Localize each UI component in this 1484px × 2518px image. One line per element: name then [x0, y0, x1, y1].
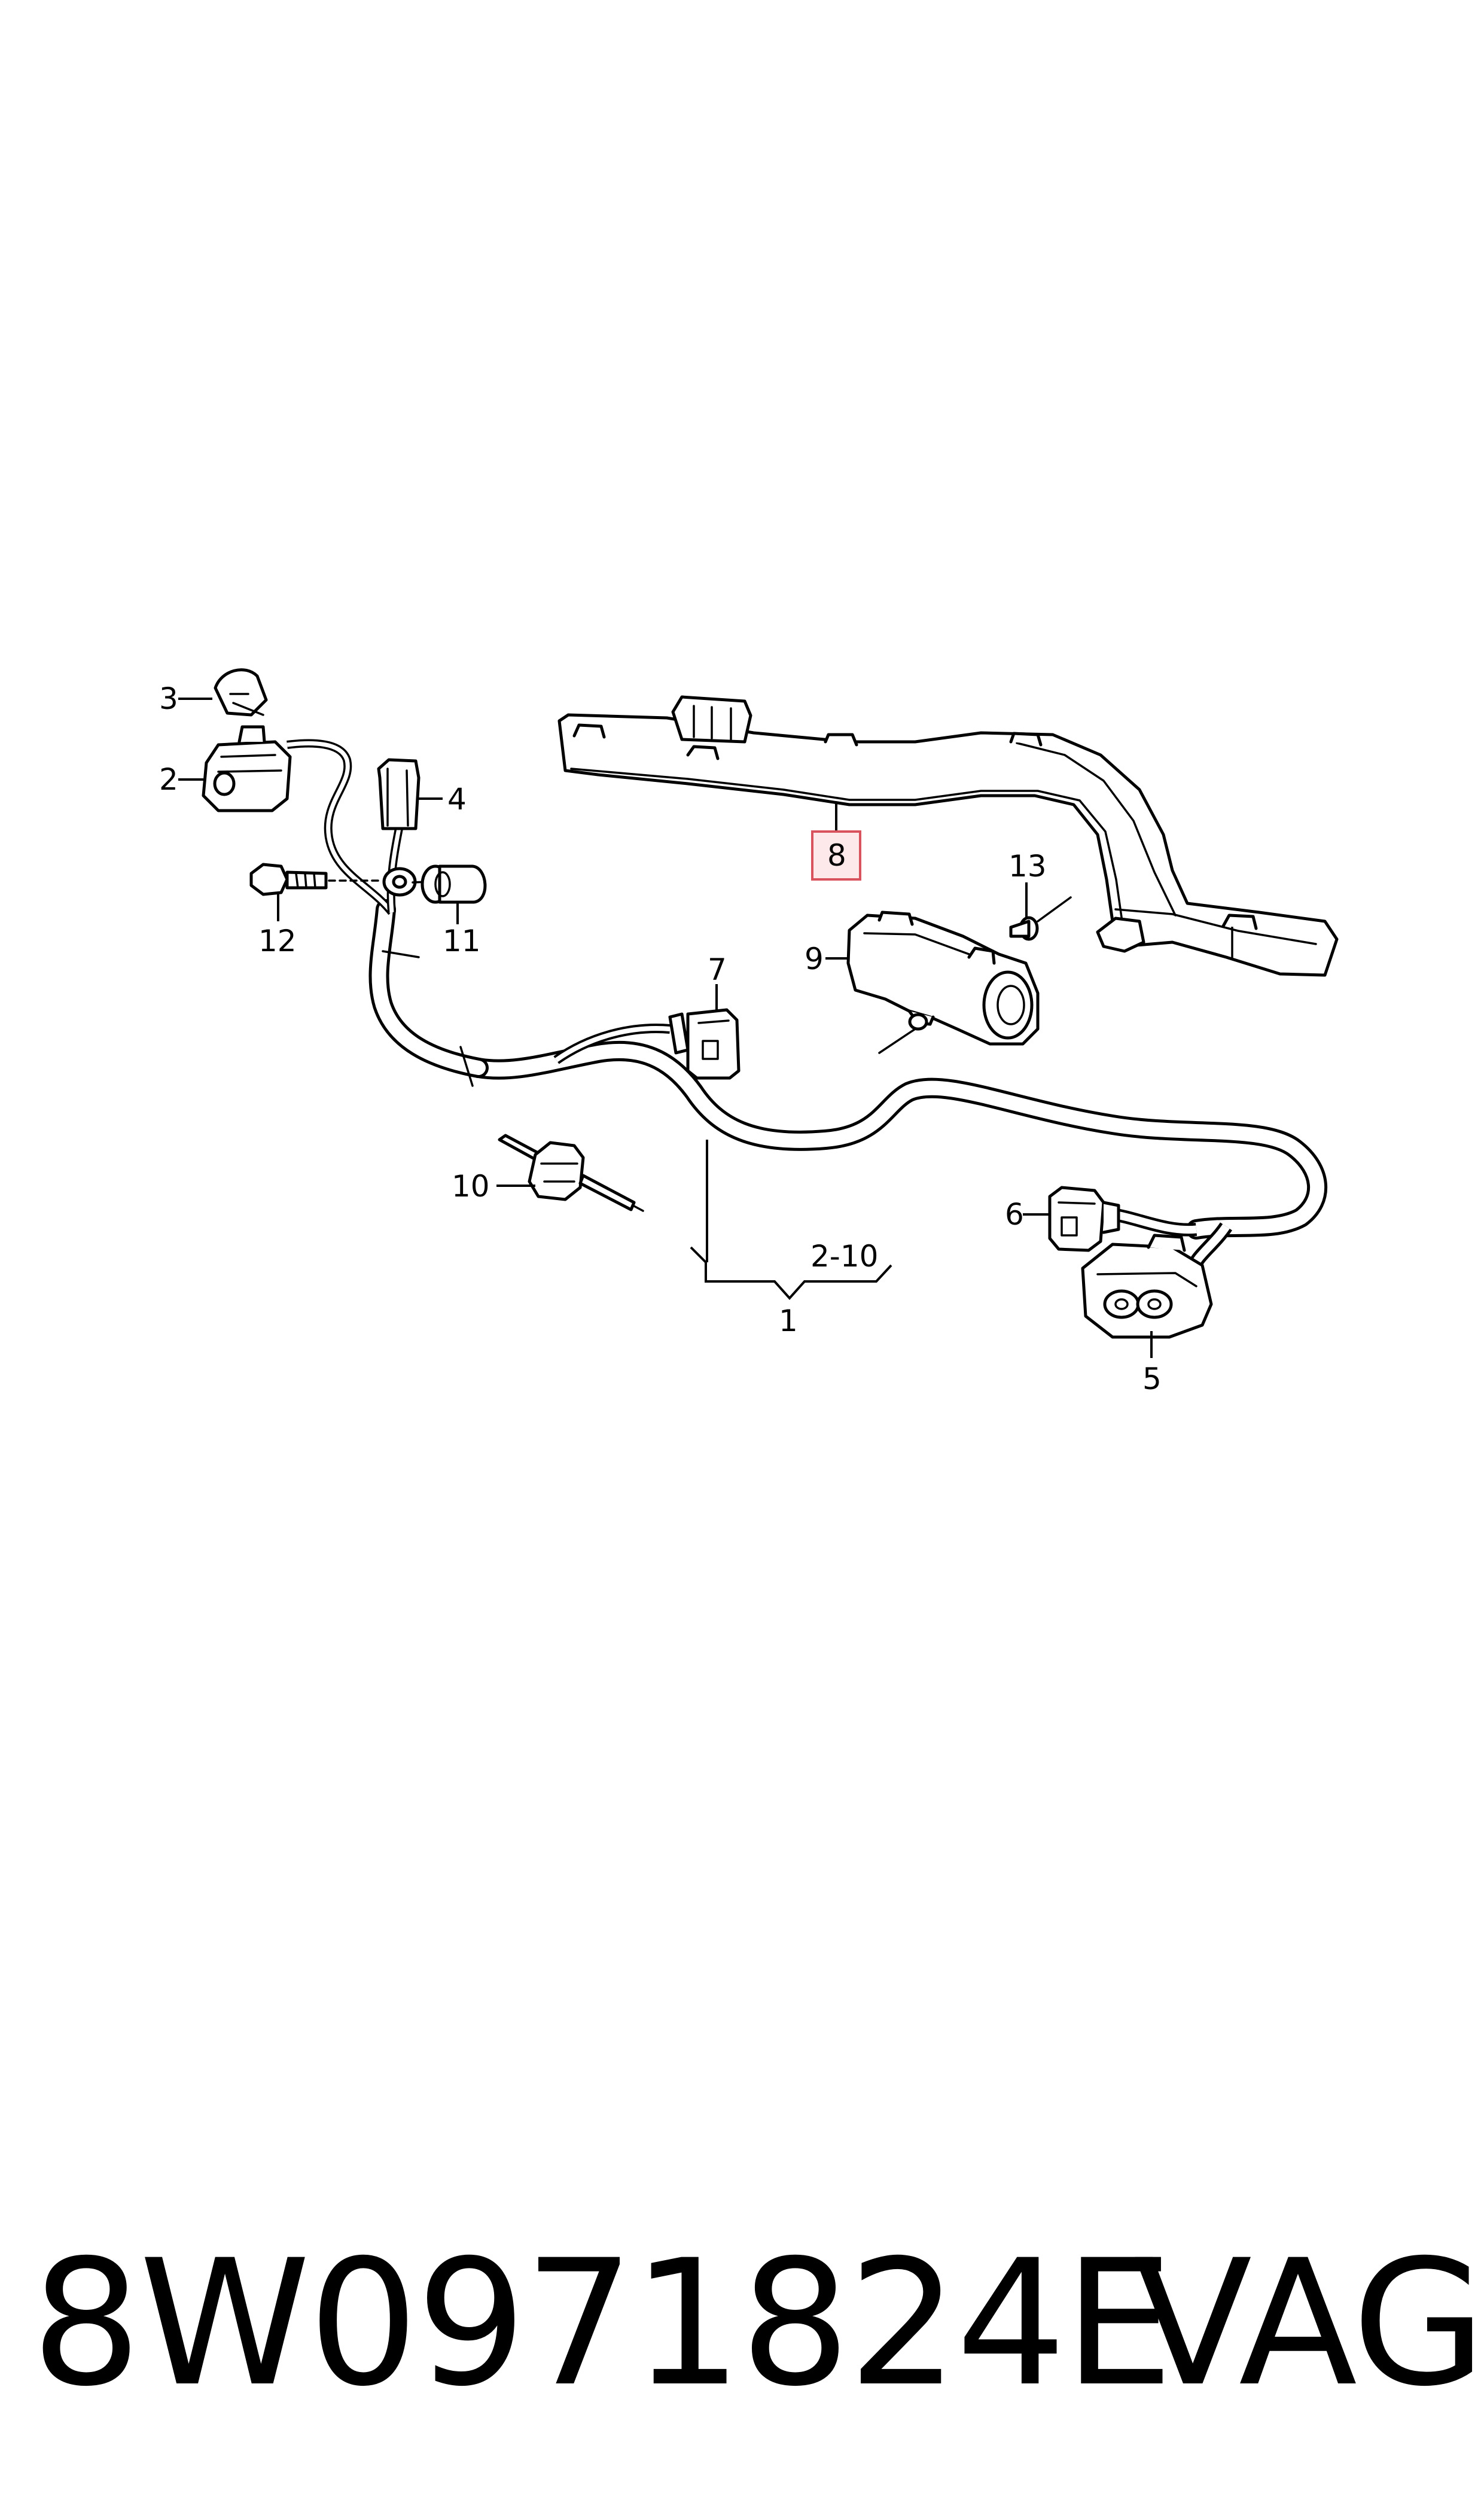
callout-9: 9 — [805, 942, 824, 976]
ground-eyelet — [382, 867, 429, 897]
cable-duct — [557, 695, 1339, 977]
callout-4: 4 — [447, 782, 467, 817]
wiring-harness — [287, 739, 1328, 1271]
callout-11: 11 — [443, 924, 481, 958]
part-number: 8W0971824E — [31, 2223, 1174, 2425]
callout-10: 10 — [452, 1169, 490, 1204]
callout-3: 3 — [159, 681, 178, 716]
callout-8: 8 — [827, 838, 846, 873]
bolt-12 — [249, 863, 384, 896]
module-9 — [846, 911, 1040, 1054]
callout-12: 12 — [258, 924, 297, 958]
cable-tie-10 — [498, 1134, 644, 1212]
callout-labels: 3 2 4 12 11 7 9 13 10 2-10 1 6 5 8 — [159, 681, 1162, 1396]
callout-7: 7 — [708, 952, 727, 987]
connector-4 — [377, 758, 420, 830]
callout-8-highlight — [811, 830, 861, 881]
rivet-13 — [1009, 896, 1072, 941]
nut-11 — [420, 864, 487, 904]
callout-13: 13 — [1008, 849, 1047, 884]
leader-lines — [178, 698, 1153, 1358]
clip-3 — [214, 668, 268, 717]
connector-6 — [1048, 1186, 1120, 1252]
callout-range: 2-10 — [810, 1239, 878, 1274]
callout-6: 6 — [1005, 1197, 1024, 1232]
callout-1: 1 — [779, 1304, 798, 1338]
connector-2 — [202, 725, 292, 812]
callout-5: 5 — [1142, 1362, 1162, 1396]
brand-label: VAG — [1133, 2223, 1484, 2425]
caption: 8W0971824E VAG — [0, 2225, 1484, 2423]
connector-5 — [1081, 1234, 1213, 1339]
callout-2: 2 — [159, 762, 178, 797]
connector-7 — [668, 1008, 741, 1080]
